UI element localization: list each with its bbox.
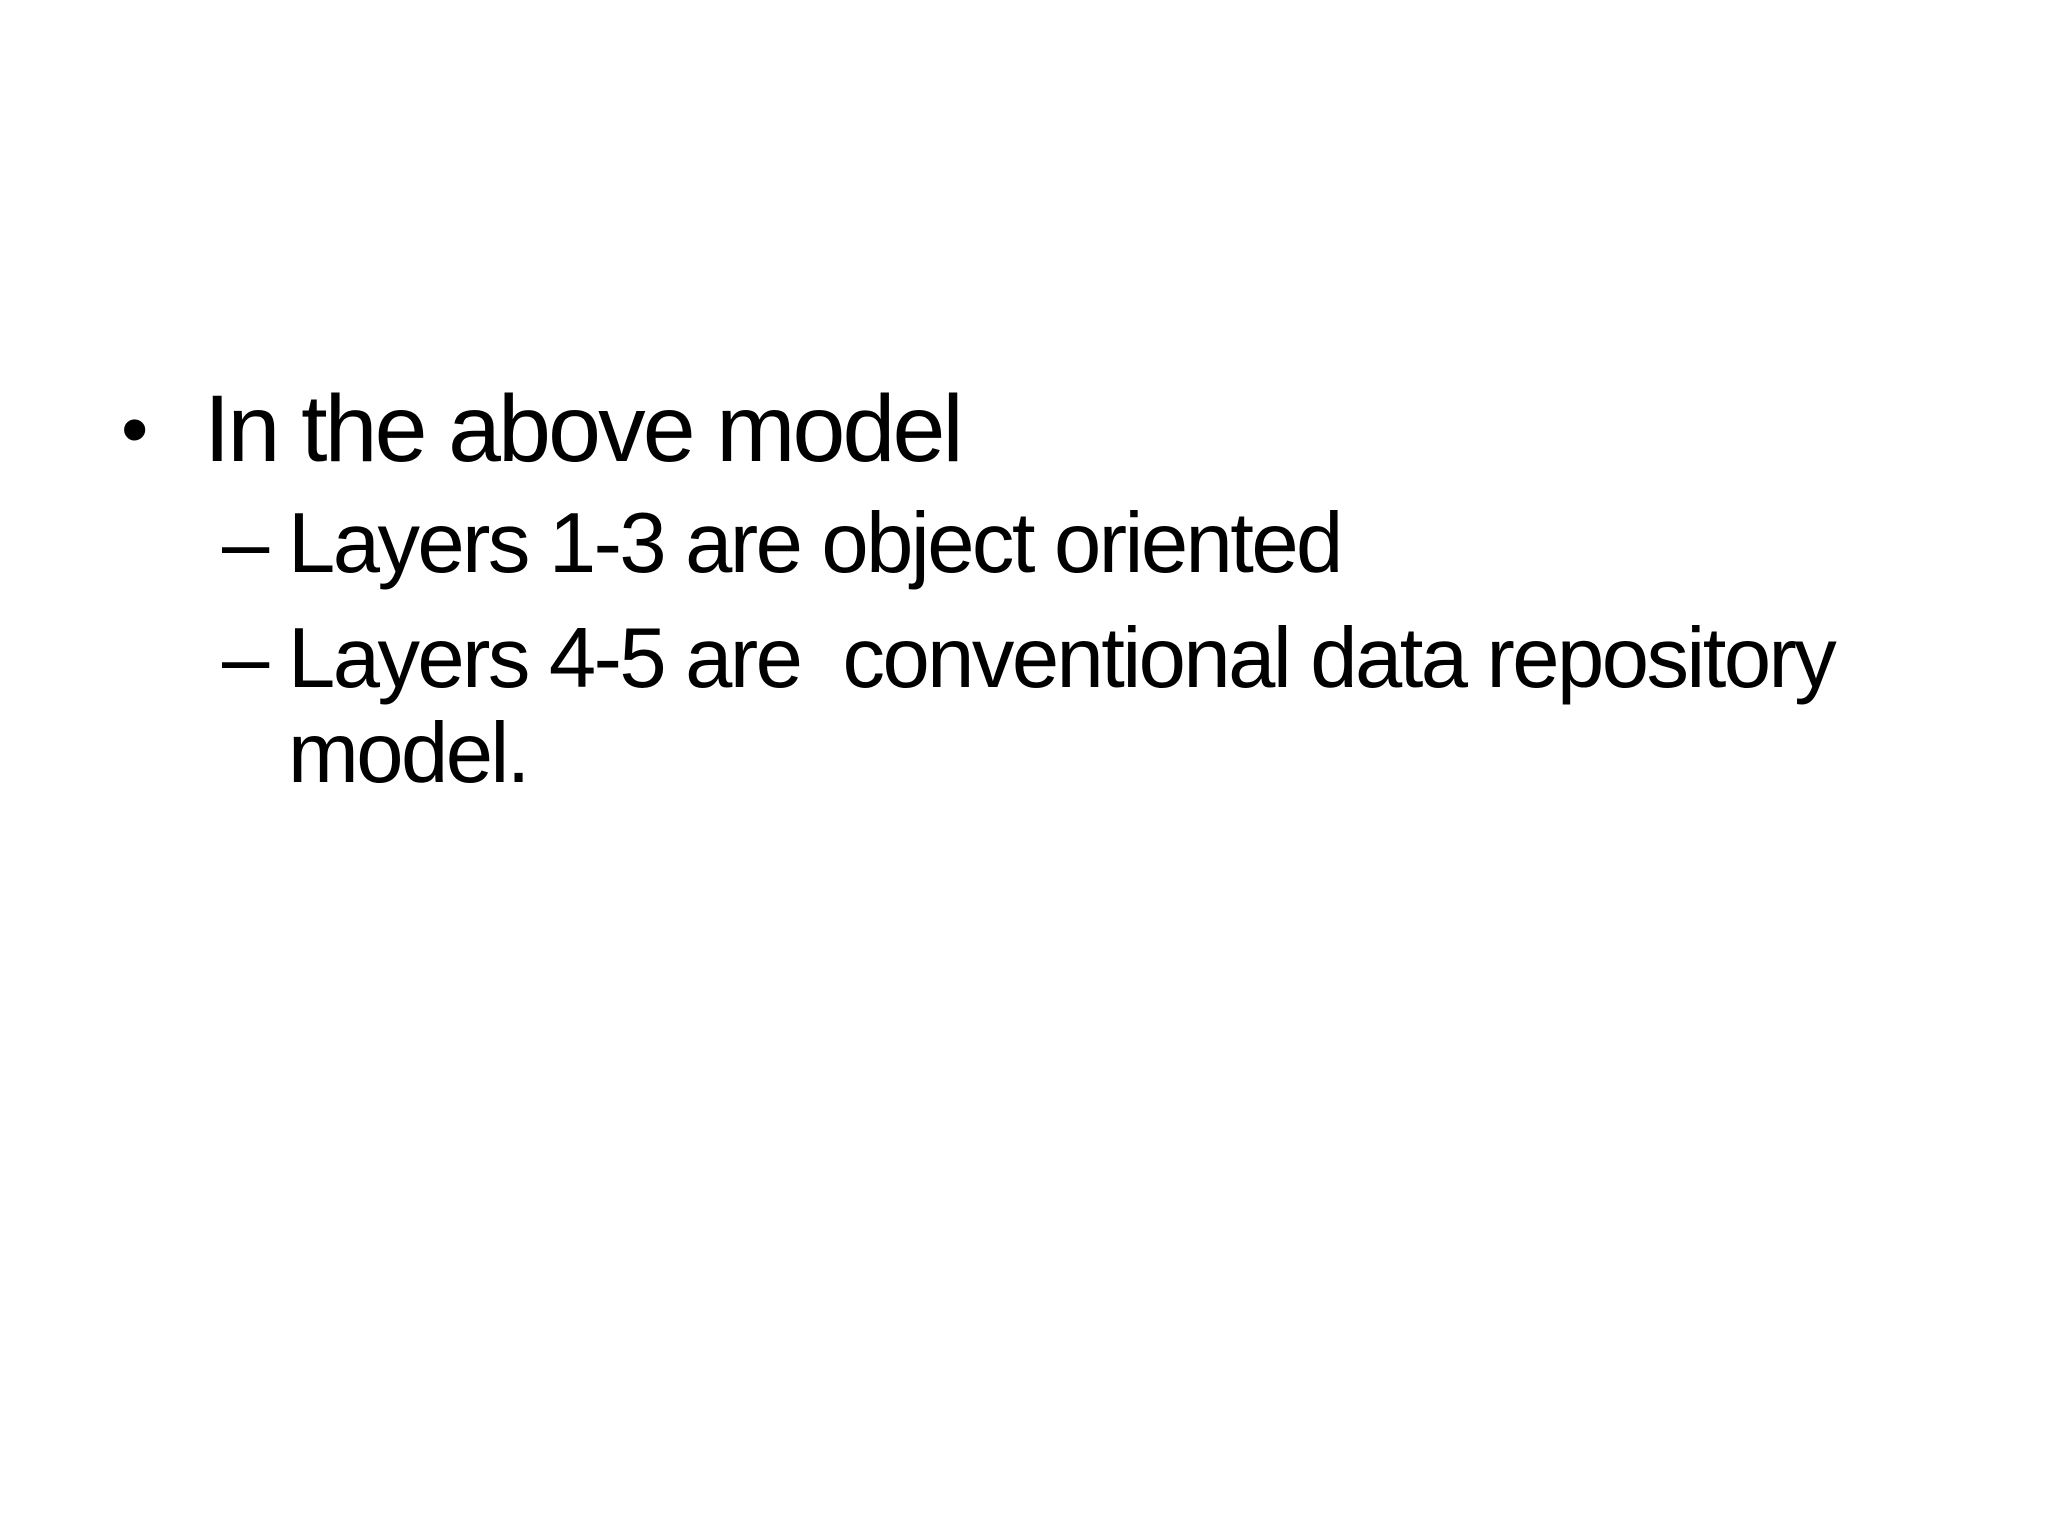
sub-bullet-text: Layers 1-3 are object oriented [288,496,1343,591]
bullet-item-level2: – Layers 4-5 are conventional data repos… [222,611,2005,801]
dash-icon: – [222,611,269,706]
slide-body-text: • In the above model – Layers 1-3 are ob… [105,372,2005,801]
dash-icon: – [222,496,269,591]
bullet-text: In the above model [204,376,964,482]
bullet-item-level2: – Layers 1-3 are object oriented [222,496,2005,591]
bullet-item-level1: • In the above model [105,372,2005,486]
bullet-icon: • [121,385,148,473]
sub-bullet-text: Layers 4-5 are conventional data reposit… [288,611,1856,801]
